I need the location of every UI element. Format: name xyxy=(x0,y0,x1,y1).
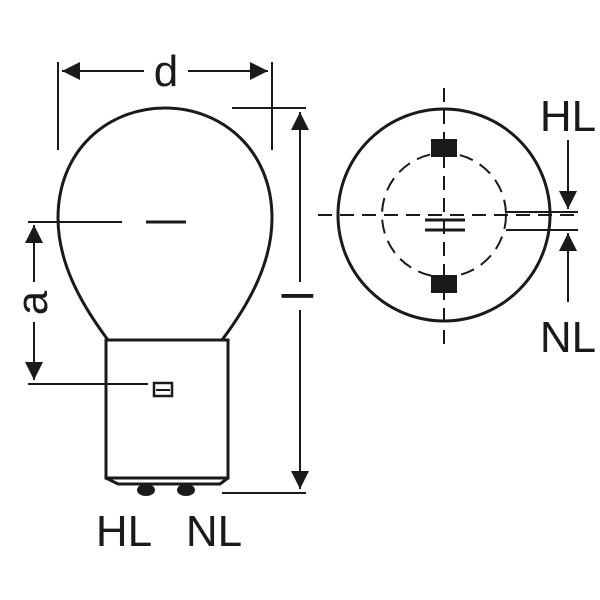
contact-nl-label: NL xyxy=(186,507,242,556)
bottom-contact xyxy=(431,275,457,293)
contact-nl xyxy=(177,484,195,496)
contact-hl-label: HL xyxy=(96,507,152,556)
filament-hl-label: HL xyxy=(540,92,596,141)
dimension-a-label: a xyxy=(8,290,57,315)
base-bottom xyxy=(105,476,229,486)
top-contact xyxy=(431,139,457,157)
filament-nl-label: NL xyxy=(540,313,596,362)
bulb-glass xyxy=(56,106,274,341)
contact-hl xyxy=(137,484,155,496)
dimension-d-label: d xyxy=(154,47,178,96)
side-view: a d l HL NL xyxy=(8,47,323,556)
top-view: HL NL xyxy=(318,88,596,362)
dimension-l-label: l xyxy=(274,291,323,301)
lamp-base xyxy=(104,338,230,480)
top-view-dashed-circle xyxy=(381,152,507,278)
